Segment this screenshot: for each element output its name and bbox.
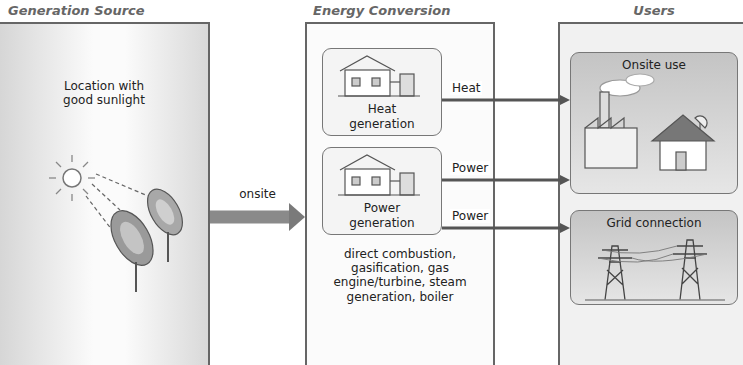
factory-symbol-part (626, 74, 654, 86)
transmission-tower-part (598, 246, 707, 262)
plant-building-part (400, 173, 414, 195)
solar-dish-part (115, 218, 149, 258)
box-label: Location with good sunlight (49, 79, 159, 108)
box-label: Power generation (337, 201, 427, 230)
plant-building-part (338, 194, 420, 195)
plant-building (338, 155, 420, 195)
solar-dish (102, 183, 189, 292)
plant-building-part (352, 78, 360, 86)
sunlight-rays-part (92, 184, 120, 210)
sun-symbol-part-part (88, 177, 95, 178)
sun-symbol-part-part (49, 177, 56, 178)
transmission-tower-part (598, 246, 632, 300)
house-symbol-part (652, 115, 714, 141)
factory-symbol-part (600, 80, 640, 96)
edge-label: Power (450, 209, 490, 223)
conversion-panel: Energy Conversiondirect combustion, gasi… (305, 22, 495, 365)
user-box: Onsite use (570, 52, 738, 194)
sun-symbol-part-part (71, 155, 72, 162)
house-symbol-part (695, 116, 707, 128)
house-symbol (652, 115, 714, 170)
solar-dish-part (140, 183, 189, 240)
sun-symbol-part (49, 155, 95, 201)
plant-building-part (340, 56, 395, 71)
plant-building-part (338, 95, 420, 96)
solar-dish-part (152, 196, 178, 227)
plant-building-part (390, 180, 400, 181)
factory-symbol-part (585, 118, 624, 128)
users-panel: UsersOnsite useGrid connection (558, 22, 743, 365)
factory-symbol (585, 74, 654, 168)
house-symbol-part (660, 140, 706, 170)
solar-dish-part (102, 204, 161, 273)
box-label: Heat generation (337, 102, 427, 131)
source-panel: Generation SourceLocation with good sunl… (0, 22, 210, 365)
transmission-tower (585, 240, 725, 300)
box-label: Onsite use (622, 58, 686, 72)
sunlight-rays (86, 174, 148, 230)
sun-symbol-part-part (56, 189, 61, 194)
plant-building-part (372, 78, 380, 86)
process-box: Power generation (322, 147, 442, 235)
plant-building-part (352, 177, 360, 185)
edge-label-holder: Power (450, 161, 490, 175)
sun-symbol-part-part (83, 162, 88, 167)
energy-arrow (442, 227, 560, 230)
energy-arrow (442, 179, 560, 182)
plant-building-part (345, 169, 390, 195)
user-box: Grid connection (570, 210, 738, 305)
plant-building-part (372, 177, 380, 185)
edge-label-holder: Heat (450, 81, 482, 95)
edge-label-holder: Power (450, 209, 490, 223)
sunlight-rays-part (86, 196, 112, 230)
energy-arrow (442, 99, 560, 102)
house-symbol-part (676, 152, 686, 170)
plant-building-part (345, 70, 390, 96)
edge-label: onsite (237, 187, 278, 201)
sunlight-rays-part (96, 174, 148, 196)
box-label: Grid connection (606, 216, 701, 230)
transmission-tower-part (585, 299, 725, 300)
house-symbol-part (699, 123, 700, 130)
sun-symbol-part (63, 169, 81, 187)
box-label: direct combustion, gasification, gas eng… (325, 247, 475, 305)
process-box: Heat generation (322, 48, 442, 136)
plant-building-part (340, 155, 395, 170)
edge-label: Power (450, 161, 490, 175)
panel-heading: Users (633, 3, 674, 19)
plant-building-part (400, 74, 414, 96)
factory-symbol-part (585, 128, 637, 168)
solar-dish-part (135, 262, 137, 292)
flow-arrow (210, 211, 289, 224)
plant-building-part (390, 81, 400, 82)
sun-symbol-part-part (56, 162, 61, 167)
factory-symbol-part (600, 92, 609, 128)
solar-dish-part (167, 232, 169, 262)
panel-heading: Energy Conversion (307, 3, 493, 19)
sun-symbol-part-part (83, 189, 88, 194)
edge-label: Heat (450, 81, 482, 95)
edge-label-holder: onsite (237, 187, 278, 201)
transmission-tower-part (673, 240, 707, 300)
sun-symbol-part-part (71, 194, 72, 201)
panel-heading: Generation Source (0, 3, 208, 19)
plant-building (338, 56, 420, 96)
sun-symbol (49, 155, 95, 201)
